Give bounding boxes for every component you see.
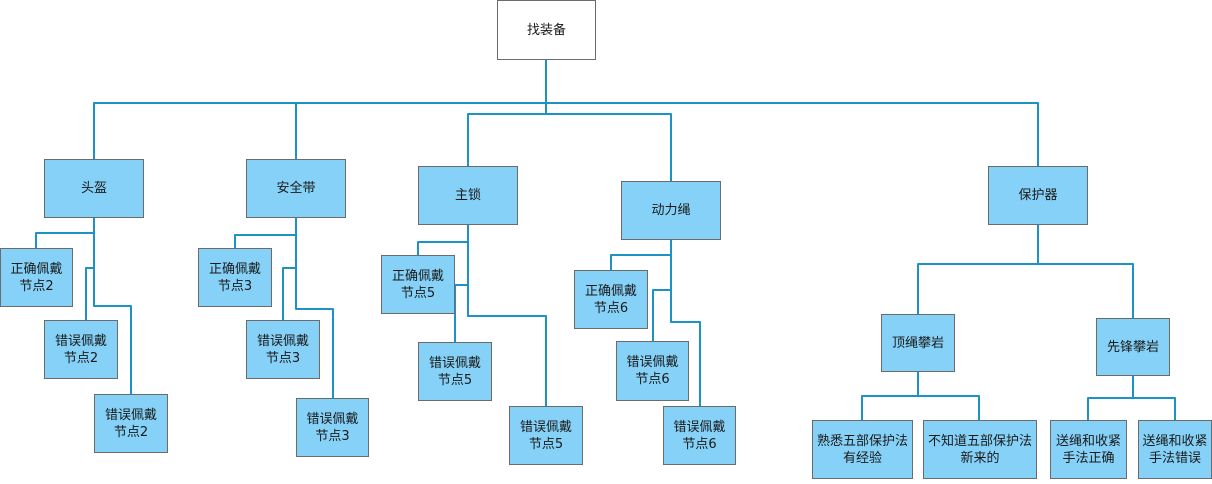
edge-harness-wrong1 <box>282 217 297 321</box>
node-mainlock-wrong-1: 错误佩戴 节点5 <box>418 342 492 401</box>
node-top-rope-climbing: 顶绳攀岩 <box>881 314 955 372</box>
edge-lead-wrong <box>1132 375 1176 421</box>
edge-mainlock-correct <box>417 224 469 256</box>
edge-root-helmet <box>93 59 547 160</box>
node-rope: 动力绳 <box>621 181 721 240</box>
node-rope-wrong-2: 错误佩戴 节点6 <box>663 406 736 465</box>
edge-protector-toprope <box>917 224 1039 315</box>
node-lead-correct: 送绳和收紧 手法正确 <box>1050 420 1127 479</box>
node-mainlock-wrong-2: 错误佩戴 节点5 <box>509 406 583 465</box>
edge-root-rope <box>545 59 672 182</box>
node-helmet-correct: 正确佩戴 节点2 <box>0 248 73 307</box>
node-toprope-familiar: 熟悉五部保护法 有经验 <box>812 420 913 479</box>
node-helmet-wrong-2: 错误佩戴 节点2 <box>94 394 168 453</box>
edge-root-protector <box>545 59 1039 167</box>
node-lead-climbing: 先锋攀岩 <box>1096 318 1170 376</box>
edge-rope-correct <box>610 239 672 271</box>
node-protector: 保护器 <box>988 166 1088 225</box>
node-rope-correct: 正确佩戴 节点6 <box>574 270 648 329</box>
node-helmet-wrong-1: 错误佩戴 节点2 <box>44 320 118 379</box>
node-mainlock-correct: 正确佩戴 节点5 <box>381 255 455 314</box>
edge-mainlock-wrong2 <box>467 224 547 407</box>
edge-harness-wrong2 <box>295 217 334 399</box>
edge-harness-correct <box>234 217 297 249</box>
edge-helmet-correct <box>35 217 95 249</box>
edge-root-harness <box>295 59 547 160</box>
node-helmet: 头盔 <box>44 159 144 218</box>
edge-toprope-unfamiliar <box>917 371 980 421</box>
node-toprope-unfamiliar: 不知道五部保护法 新来的 <box>923 420 1037 479</box>
node-harness-wrong-2: 错误佩戴 节点3 <box>296 398 369 457</box>
edge-protector-lead <box>1037 224 1134 319</box>
edge-rope-wrong2 <box>670 239 701 407</box>
node-root-find-equipment: 找装备 <box>497 0 596 60</box>
edge-lead-correct <box>1087 375 1134 421</box>
node-lead-wrong: 送绳和收紧 手法错误 <box>1138 420 1212 479</box>
node-harness-wrong-1: 错误佩戴 节点3 <box>246 320 320 379</box>
edge-helmet-wrong2 <box>93 217 132 395</box>
node-harness: 安全带 <box>246 159 346 218</box>
edge-root-mainlock <box>467 59 547 167</box>
node-mainlock: 主锁 <box>418 166 518 225</box>
node-rope-wrong-1: 错误佩戴 节点6 <box>616 341 689 401</box>
edge-toprope-familiar <box>861 371 919 421</box>
node-harness-correct: 正确佩戴 节点3 <box>198 248 272 307</box>
